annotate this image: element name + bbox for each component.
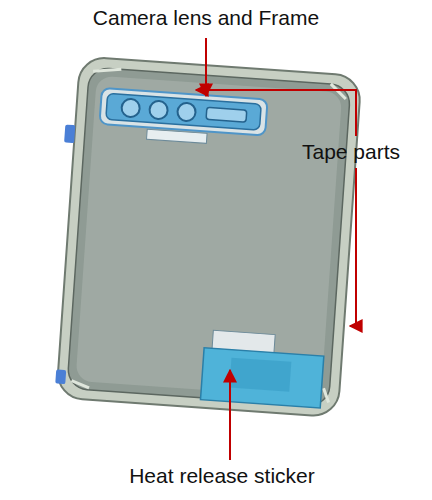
part-label: Tape parts (302, 140, 400, 164)
part-label: Heat release sticker (129, 464, 315, 488)
leader-lines (196, 38, 356, 460)
part-label: Camera lens and Frame (93, 6, 319, 30)
back-cover (46, 56, 361, 418)
